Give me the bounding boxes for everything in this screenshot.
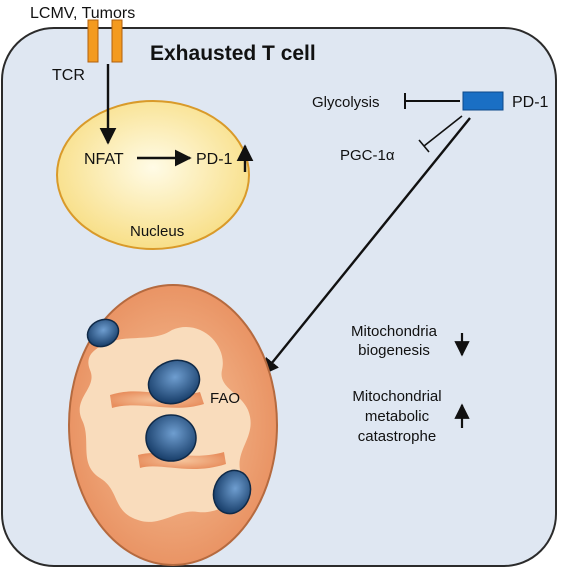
crista-3 [145,414,197,462]
effect-1-line-2: biogenesis [358,342,430,359]
pd1-receptor [462,91,504,111]
pd1-to-mitochondrion-arrow [261,117,471,376]
effect-2-line-1: Mitochondrial [352,388,441,405]
tcr-channel-right [111,19,123,63]
pd1-receptor-label: PD-1 [512,94,549,111]
tcr-label: TCR [52,67,85,84]
crista-2 [147,359,201,405]
tcr-channel-left [87,19,99,63]
diagram-title: Exhausted T cell [150,42,316,65]
effects-panel: Mitochondria biogenesis Mitochondrial me… [351,323,470,445]
nuclear-pd1-label: PD-1 [196,151,233,168]
mitochondrion [68,284,278,566]
crista-4 [212,469,252,515]
effect-2-line-3: catastrophe [358,428,436,445]
pgc1a-label: PGC-1α [340,147,395,164]
nucleus-label: Nucleus [130,223,184,240]
effect-1-line-1: Mitochondria [351,323,438,340]
stimulus-label: LCMV, Tumors [30,5,135,22]
crista-1 [86,318,120,348]
pgc1a-inhibition-bar [418,139,430,153]
effect-2-line-2: metabolic [365,408,430,425]
pgc1a-inhibition [423,115,463,147]
nfat-label: NFAT [84,151,124,168]
glycolysis-label: Glycolysis [312,94,380,111]
fao-label: FAO [210,390,240,407]
